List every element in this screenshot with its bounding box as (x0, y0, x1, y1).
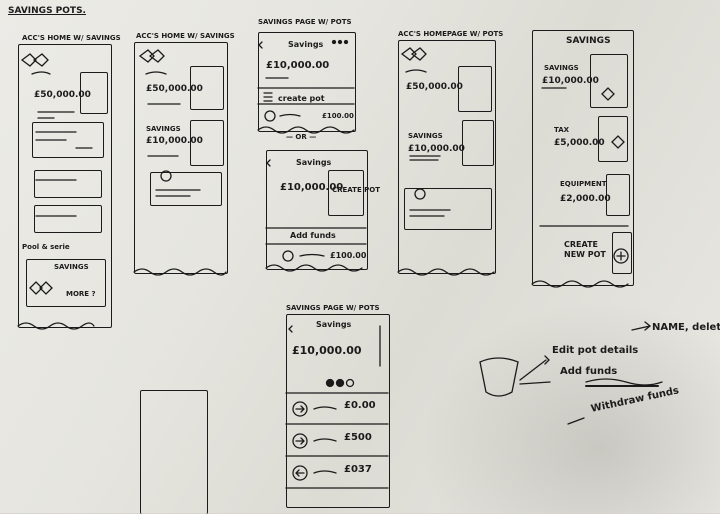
sketch3-header: Savings (288, 40, 324, 49)
sketch5-pot1-card[interactable] (590, 54, 628, 108)
sketch5-add-icon (613, 248, 629, 264)
sketch1-savings-card (26, 259, 106, 307)
sketch2-savings: SAVINGS (146, 125, 181, 133)
sheet-title: SAVINGS POTS. (8, 6, 86, 16)
sketch1-phone (18, 44, 112, 328)
sketch1-logo-icon (20, 53, 49, 67)
note-name-delete: NAME, delete (652, 322, 720, 333)
sketch1-title: ACC'S HOME W/ SAVINGS (22, 34, 121, 42)
sketch6-amount: £10,000.00 (292, 344, 362, 357)
sketch3-title: SAVINGS PAGE W/ POTS (258, 18, 352, 26)
sketch4-title: ACC'S HOMEPAGE W/ POTS (398, 30, 504, 38)
sketch5-pot1-amount: £10,000.00 (542, 76, 599, 86)
sketch3b-arrow-icon (282, 250, 294, 262)
sketch5-create-card[interactable] (612, 232, 632, 274)
sketch6-row3-arrow-icon (292, 465, 308, 481)
sketch3b-create-box[interactable] (328, 170, 364, 216)
sketch1-popup (32, 122, 104, 158)
jar-icon (479, 357, 519, 397)
sketch3b-amount: £10,000.00 (280, 182, 344, 193)
sketch2-savings-card (190, 120, 224, 166)
sketch1-savings: SAVINGS (54, 263, 89, 271)
sketch6-back-icon (288, 325, 293, 333)
sketch1-pot-icon (29, 281, 53, 295)
sketch2-phone (134, 42, 228, 274)
sketch6-row2-arrow-icon (292, 433, 308, 449)
sketch4-logo-icon (400, 47, 427, 61)
sketch2-amount: £50,000.00 (146, 84, 203, 94)
sketch6-header: Savings (316, 320, 352, 329)
sketch5-pot3-name: EQUIPMENT (560, 180, 607, 188)
sketch2-logo-icon (138, 49, 165, 63)
sketch4-phone (398, 40, 496, 274)
sketch4-savings: SAVINGS (408, 132, 443, 140)
sketch6-row2-amount: £500 (344, 432, 372, 443)
sketch3b-row-amount: £100.00 (330, 251, 367, 260)
sketch3b-back-icon (266, 159, 271, 167)
sketch5-pot2-amount: £5,000.00 (554, 138, 605, 148)
sketch2-savings-amount: £10,000.00 (146, 136, 203, 146)
blank-sketch (140, 390, 208, 514)
sketch1-block-a (34, 170, 102, 198)
sketch4-avatar-icon (414, 188, 426, 200)
sketch1-card (80, 72, 108, 114)
sketch6-phone (286, 314, 390, 508)
sketch1-block-b (34, 205, 102, 233)
sketch3-phone (258, 32, 356, 132)
sketch4-card (458, 66, 492, 112)
sketch3-arrow-icon (264, 110, 276, 122)
sketch3-stack-icon (263, 92, 273, 102)
sketch1-amount: £50,000.00 (34, 90, 91, 100)
sketch3b-header: Savings (296, 158, 332, 167)
sketch2-popup (150, 172, 222, 206)
sketch3b-add[interactable]: Add funds (290, 231, 336, 240)
sketch5-pot1-name: SAVINGS (544, 64, 579, 72)
sketch6-row3-amount: £037 (344, 464, 372, 475)
sketch5-pot2-card[interactable] (598, 116, 628, 162)
sketch4-pot-card (462, 120, 494, 166)
sketch3b-create[interactable]: CREATE POT (332, 186, 381, 194)
sketch5-pot3-card[interactable] (606, 174, 630, 216)
sketch6-row1-amount: £0.00 (344, 400, 376, 411)
sketch3-or: — OR — (286, 133, 317, 141)
sketch1-section: Pool & serie (22, 243, 70, 251)
note-add: Add funds (560, 366, 618, 377)
sketch1-more: MORE ? (66, 290, 96, 298)
sketch3-amount: £10,000.00 (266, 60, 330, 71)
sketch5-pot2-icon (611, 135, 625, 149)
sketch5-pot3-amount: £2,000.00 (560, 194, 611, 204)
note-edit: Edit pot details (552, 345, 639, 356)
sketch2-avatar-icon (160, 170, 172, 182)
sketch5-pot2-name: TAX (554, 126, 570, 134)
sketch5-pot1-icon (601, 87, 615, 101)
sketch6-row1-arrow-icon (292, 401, 308, 417)
sketch3-back-icon (258, 41, 263, 49)
sketch4-amount: £50,000.00 (406, 82, 463, 92)
sketch3-create[interactable]: create pot (278, 94, 325, 103)
sketch4-savings-amount: £10,000.00 (408, 144, 465, 154)
sketch5-create[interactable]: CREATE NEW POT (564, 240, 606, 259)
shadow (420, 300, 720, 513)
sketch2-card (190, 66, 224, 110)
sketch3-row-amount: £100.00 (322, 112, 354, 120)
sketch4-popup (404, 188, 492, 230)
sketch5-title: SAVINGS (566, 36, 611, 46)
sketch6-title: SAVINGS PAGE W/ POTS (286, 304, 380, 312)
sketch2-title: ACC'S HOME W/ SAVINGS (136, 32, 235, 40)
